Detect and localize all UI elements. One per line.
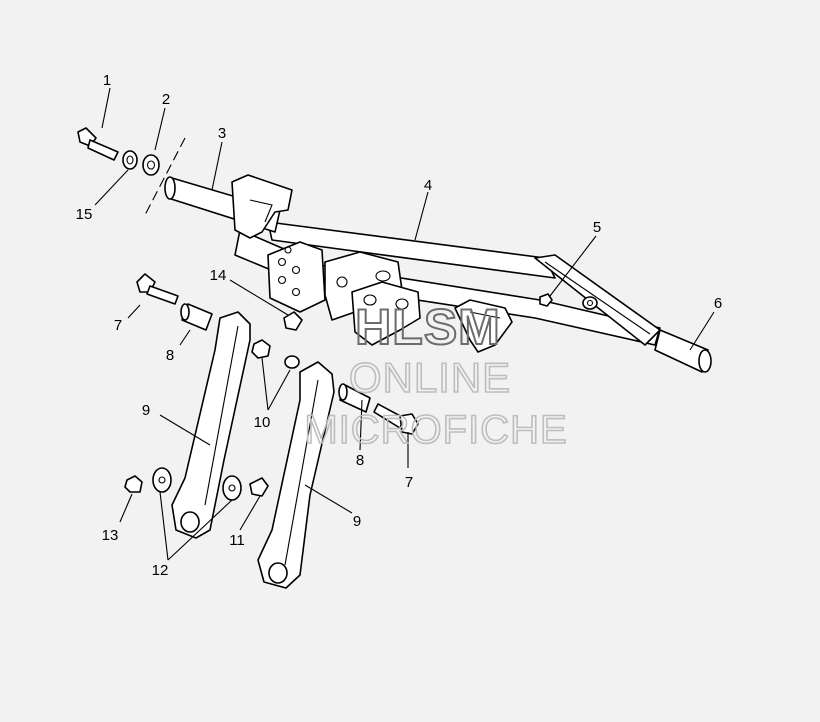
watermark: HLSM ONLINE MICROFICHE: [304, 298, 568, 453]
rear-bracket: [454, 299, 513, 353]
bushing-8-left: [180, 303, 213, 331]
shaft-bracket: [231, 174, 293, 239]
washer-2: [142, 154, 160, 176]
bolt-7-left: [136, 273, 179, 305]
callout-5: 5: [593, 219, 601, 236]
callout-labels: 1 2 3 4 5 6 7 7 8 8 9 9 10 11 12 13 14 1…: [76, 72, 723, 579]
callout-9-left: 9: [142, 402, 150, 419]
callout-3: 3: [218, 125, 226, 142]
leader-lines: [94, 87, 715, 561]
callout-13: 13: [102, 527, 119, 544]
callout-15: 15: [76, 206, 93, 223]
side-plate-right: [351, 281, 421, 346]
pivot-tube: [654, 329, 712, 373]
callout-1: 1: [103, 72, 111, 89]
nut-13: [124, 475, 143, 493]
callout-10: 10: [254, 414, 271, 431]
nut-10: [251, 339, 300, 369]
callout-7-left: 7: [114, 317, 122, 334]
bolt-1: [77, 127, 119, 161]
callout-7-right: 7: [405, 474, 413, 491]
bolt-11: [249, 477, 269, 497]
callout-4: 4: [424, 177, 432, 194]
washer-15: [122, 150, 138, 170]
callout-8-right: 8: [356, 452, 364, 469]
callout-6: 6: [714, 295, 722, 312]
callout-12: 12: [152, 562, 169, 579]
link-arm-9-right: [257, 361, 335, 589]
washer-12b: [222, 475, 242, 501]
washer-12a: [152, 467, 172, 493]
watermark-line-3: MICROFICHE: [304, 408, 567, 452]
bushing-8-right: [338, 383, 371, 413]
bolt-7-right: [373, 403, 419, 435]
callout-2: 2: [162, 91, 170, 108]
link-arm-9-left: [171, 311, 251, 539]
nut-frame: [539, 293, 598, 310]
callout-14: 14: [210, 267, 227, 284]
side-plate-left: [267, 241, 326, 313]
callout-11: 11: [229, 532, 245, 549]
watermark-line-1: HLSM: [355, 299, 501, 355]
callout-9-right: 9: [353, 513, 361, 530]
callout-8-left: 8: [166, 347, 174, 364]
watermark-line-2: ONLINE: [349, 354, 511, 401]
grease-fitting-14: [283, 311, 303, 331]
